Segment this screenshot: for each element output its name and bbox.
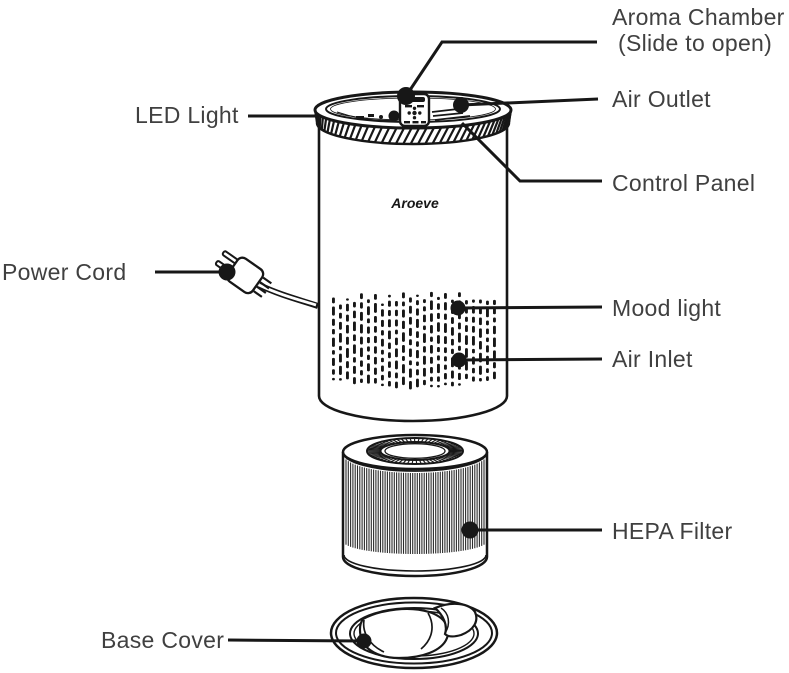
callout-dot-base-cover xyxy=(356,633,372,649)
leader-lines xyxy=(155,40,603,649)
filter-pleats xyxy=(345,459,485,554)
callout-dot-air-outlet xyxy=(453,97,469,113)
leader-base-cover xyxy=(227,638,365,643)
leader-aroma-chamber xyxy=(404,40,597,97)
purifier-top-illustration xyxy=(313,90,513,146)
hepa-filter-illustration xyxy=(341,433,489,578)
base-cover-illustration xyxy=(329,596,499,670)
label-aroma-chamber: Aroma Chamber xyxy=(612,4,785,30)
label-base-cover: Base Cover xyxy=(101,627,225,653)
brand-logo: Aroeve xyxy=(390,195,439,211)
air-inlet-perforations xyxy=(332,291,496,390)
callout-dot-power-cord xyxy=(218,263,236,281)
label-air-outlet: Air Outlet xyxy=(612,86,711,112)
label-power-cord: Power Cord xyxy=(2,259,127,285)
power-plug-illustration xyxy=(214,250,319,309)
label-aroma-chamber-sub: (Slide to open) xyxy=(618,30,773,56)
base-vent-blade-large xyxy=(358,607,450,660)
leader-air-outlet xyxy=(460,97,599,107)
label-mood-light: Mood light xyxy=(612,295,722,321)
label-led-light: LED Light xyxy=(135,102,239,128)
callout-dot-air-inlet xyxy=(451,352,467,368)
leader-mood-light xyxy=(457,305,603,310)
callout-dot-hepa-filter xyxy=(461,521,479,539)
label-hepa-filter: HEPA Filter xyxy=(612,518,733,544)
power-button-dot xyxy=(388,110,400,122)
callout-dot-aroma-chamber xyxy=(397,87,415,105)
label-air-inlet: Air Inlet xyxy=(612,346,693,372)
callout-dot-mood-light xyxy=(450,300,466,316)
leader-air-inlet xyxy=(458,357,603,362)
label-control-panel: Control Panel xyxy=(612,170,756,196)
leader-control-panel xyxy=(460,121,602,183)
purifier-body-illustration: Aroeve xyxy=(317,124,509,423)
